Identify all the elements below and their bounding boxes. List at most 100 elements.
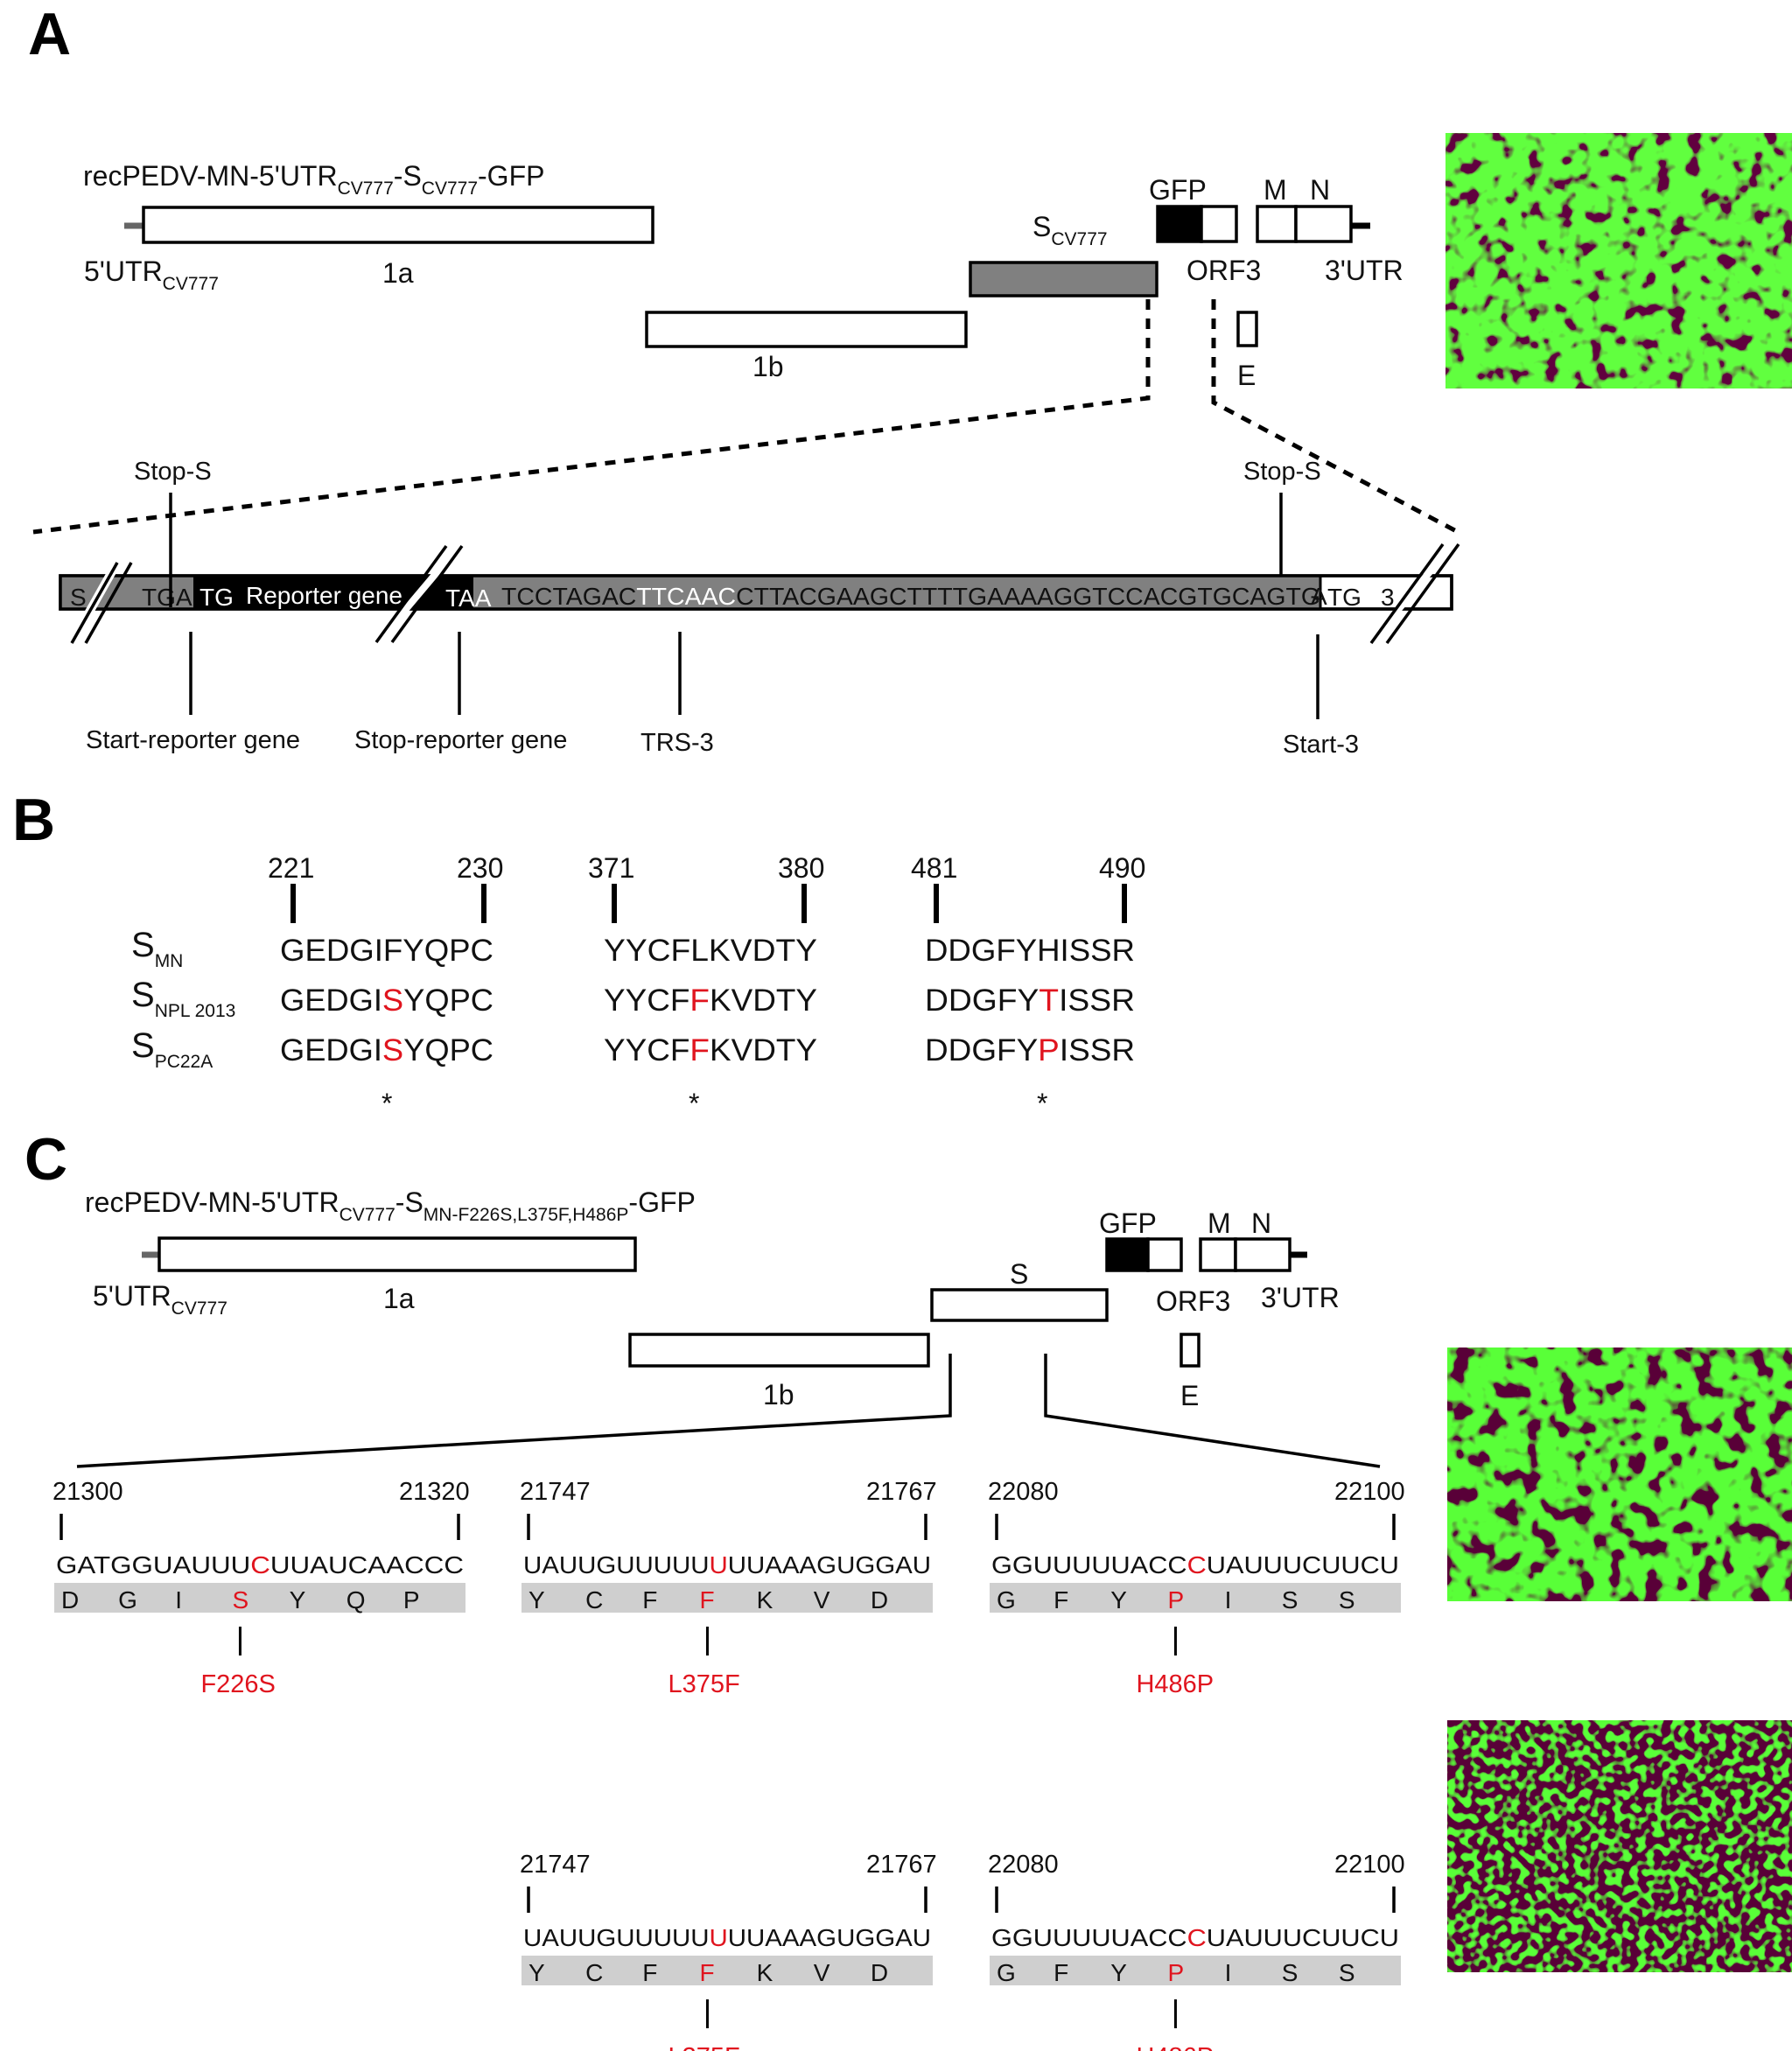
break-mark-2 bbox=[374, 540, 466, 645]
panel-c: C recPEDV-MN-5'UTRCV777-SMN-F226S,L375F,… bbox=[24, 1126, 1792, 2051]
gfp-label: GFP bbox=[1149, 174, 1207, 206]
amino-acid: V bbox=[814, 1586, 830, 1614]
amino-acid-band bbox=[522, 1956, 933, 1985]
mutation-label: F226S bbox=[200, 1670, 275, 1698]
amino-acid: Y bbox=[528, 1959, 545, 1986]
stop-reporter-label: Stop-reporter gene bbox=[354, 726, 567, 754]
amino-acid: F bbox=[699, 1586, 714, 1614]
amino-acid: F bbox=[642, 1586, 657, 1614]
amino-acid: Y bbox=[1110, 1959, 1127, 1986]
mutation-label: L375F bbox=[668, 2043, 739, 2051]
amino-acid: V bbox=[814, 1959, 830, 1986]
amino-acid: I bbox=[1225, 1959, 1232, 1986]
c-s-label: S bbox=[1010, 1258, 1028, 1290]
c-zoom-line-right bbox=[1044, 1354, 1381, 1468]
m-box bbox=[1256, 205, 1298, 243]
pos-230: 230 bbox=[457, 852, 503, 884]
amino-acid: D bbox=[871, 1959, 888, 1986]
mutation-sites-row2: 2174721767UAUUGUUUUUUUUAAAGUGGAUYCFFKVDL… bbox=[520, 1851, 1405, 2051]
nt-start-position: 22080 bbox=[988, 1851, 1059, 1879]
start-reporter-label: Start-reporter gene bbox=[86, 726, 300, 754]
e-label: E bbox=[1237, 360, 1256, 391]
c-gene-1a-label: 1a bbox=[383, 1283, 415, 1314]
amino-acid: Y bbox=[1110, 1586, 1127, 1614]
bar-sequence: TCCTAGACTTCAACCTTACGAAGCTTTTGAAAAGGTCCAC… bbox=[501, 583, 1320, 610]
c-m-box bbox=[1199, 1237, 1237, 1272]
fluorescence-image-a bbox=[1446, 133, 1792, 388]
amino-acid: S bbox=[1282, 1959, 1298, 1986]
position-ticks bbox=[290, 884, 1127, 923]
c-zoom-line-left bbox=[76, 1354, 952, 1468]
mutation-label: H486P bbox=[1136, 1670, 1214, 1698]
bar-3: 3 bbox=[1381, 584, 1395, 611]
amino-acid: D bbox=[61, 1586, 79, 1614]
c-gene-1a-box bbox=[158, 1236, 637, 1272]
amino-acid: Q bbox=[346, 1586, 366, 1614]
c-orf3-box bbox=[1146, 1237, 1183, 1272]
bar-reporter-gene: Reporter gene bbox=[246, 582, 402, 609]
trs3-label: TRS-3 bbox=[640, 729, 714, 757]
nt-start-position: 21300 bbox=[52, 1478, 123, 1506]
asterisk-1: * bbox=[382, 1088, 392, 1119]
c-gene-1b-box bbox=[628, 1333, 930, 1368]
gene-1b-label: 1b bbox=[752, 351, 784, 382]
mutation-site: 2208022100GGUUUUUACCCUAUUUCUUCUGFYPISSH4… bbox=[988, 1851, 1405, 2051]
amino-acid-band bbox=[990, 1583, 1401, 1613]
nt-end-position: 21767 bbox=[866, 1478, 937, 1506]
panel-b: B 221 230 371 380 481 490 SMN GEDGIFYQPC… bbox=[12, 787, 1145, 1119]
amino-acid: K bbox=[757, 1959, 774, 1986]
amino-acid: P bbox=[403, 1586, 420, 1614]
c-n-box bbox=[1234, 1237, 1292, 1272]
start3-label: Start-3 bbox=[1283, 731, 1359, 759]
gene-1a-label: 1a bbox=[382, 257, 414, 289]
strain-s-pc22a: SPC22A bbox=[131, 1026, 213, 1072]
panel-a-letter: A bbox=[28, 1, 71, 67]
amino-acid: G bbox=[997, 1586, 1016, 1614]
c-gfp-label: GFP bbox=[1099, 1208, 1157, 1239]
c-e-label: E bbox=[1180, 1380, 1199, 1411]
c-gfp-box bbox=[1105, 1237, 1150, 1272]
amino-acid: K bbox=[757, 1586, 774, 1614]
mutation-label: H486P bbox=[1136, 2043, 1214, 2051]
bar-tg-start3: TG bbox=[1327, 584, 1362, 611]
seq-bar-grey bbox=[473, 576, 1320, 609]
panel-c-letter: C bbox=[24, 1126, 67, 1193]
seq-mn-1: GEDGIFYQPC bbox=[280, 934, 494, 968]
nt-end-position: 22100 bbox=[1334, 1851, 1405, 1879]
amino-acid: S bbox=[232, 1586, 248, 1614]
s-gene-box bbox=[969, 261, 1158, 298]
nt-start-position: 22080 bbox=[988, 1478, 1059, 1506]
amino-acid: P bbox=[1167, 1586, 1184, 1614]
seq-mn-3: DDGFYHISSR bbox=[925, 934, 1135, 968]
amino-acid: G bbox=[997, 1959, 1016, 1986]
break-mark-1 bbox=[67, 542, 133, 646]
strain-s-mn: SMN bbox=[131, 926, 183, 971]
construct-c-title: recPEDV-MN-5'UTRCV777-SMN-F226S,L375F,H4… bbox=[85, 1186, 696, 1225]
orf3-box bbox=[1200, 205, 1238, 243]
bar-s: S bbox=[70, 584, 87, 611]
bar-tg: TG bbox=[200, 584, 234, 611]
gfp-box bbox=[1156, 205, 1203, 243]
utr5-label: 5'UTRCV777 bbox=[84, 256, 219, 294]
gene-1b-box bbox=[645, 311, 968, 348]
asterisk-3: * bbox=[1037, 1088, 1047, 1119]
asterisk-2: * bbox=[689, 1088, 699, 1119]
panel-b-letter: B bbox=[12, 787, 55, 853]
n-label: N bbox=[1310, 174, 1330, 206]
n-box bbox=[1294, 205, 1353, 243]
amino-acid: F bbox=[642, 1959, 657, 1986]
bar-taa: TAA bbox=[445, 584, 492, 612]
utr3-label: 3'UTR bbox=[1325, 255, 1404, 286]
amino-acid: F bbox=[1054, 1586, 1068, 1614]
